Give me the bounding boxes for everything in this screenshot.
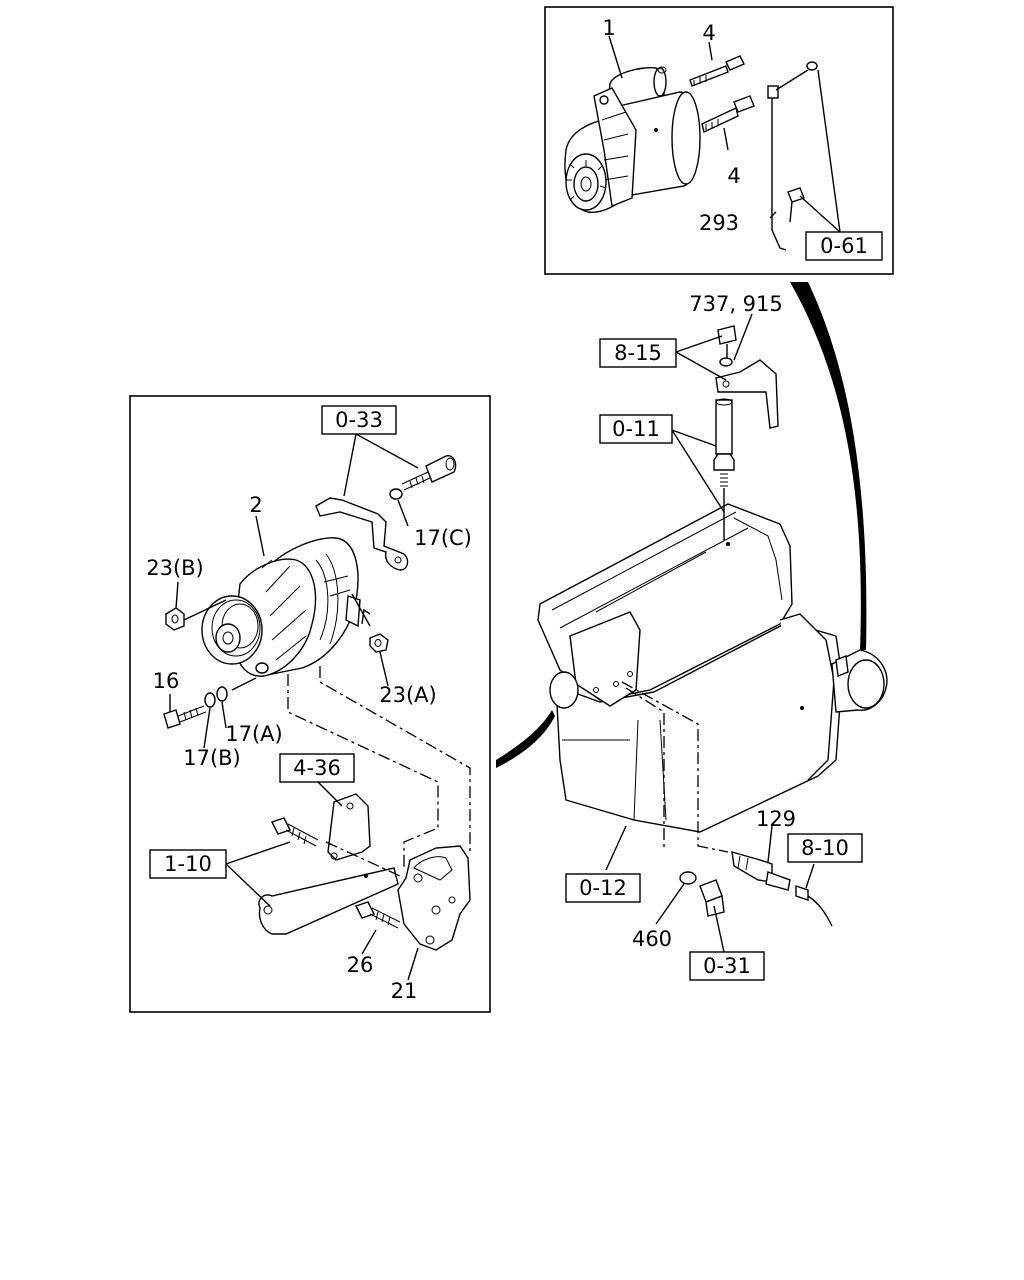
ref-box-0-31[interactable]: 0-31 bbox=[689, 951, 765, 981]
nut-23a bbox=[369, 633, 389, 653]
callout-23a: 23(A) bbox=[379, 683, 436, 707]
drain-plug-0-31 bbox=[699, 879, 725, 917]
callout-1: 1 bbox=[602, 16, 615, 40]
ref-label-0-61: 0-61 bbox=[820, 234, 868, 258]
starter-motor bbox=[564, 66, 701, 213]
callout-737-915: 737, 915 bbox=[689, 292, 783, 316]
callout-4-upper: 4 bbox=[702, 21, 715, 45]
callout-293: 293 bbox=[699, 211, 739, 235]
callout-460: 460 bbox=[632, 927, 672, 951]
callout-23b: 23(B) bbox=[146, 556, 204, 580]
alternator-location-arrow bbox=[496, 710, 555, 768]
bracket-737-915 bbox=[715, 325, 779, 429]
adjust-link-1-10 bbox=[258, 867, 399, 935]
ref-label-4-36: 4-36 bbox=[293, 756, 341, 780]
harness-cable-293 bbox=[767, 61, 818, 251]
lower-bracket-21 bbox=[397, 845, 471, 951]
callout-21: 21 bbox=[391, 979, 418, 1003]
bolt-4-lower bbox=[701, 95, 755, 133]
ref-box-8-10[interactable]: 8-10 bbox=[787, 833, 863, 863]
bolt-16 bbox=[163, 705, 207, 729]
ref-box-0-12[interactable]: 0-12 bbox=[565, 873, 641, 903]
ref-box-1-10[interactable]: 1-10 bbox=[149, 849, 227, 879]
washer-17b bbox=[204, 692, 216, 708]
starter-inset-frame bbox=[544, 6, 894, 275]
callout-17b: 17(B) bbox=[183, 746, 241, 770]
callout-26: 26 bbox=[347, 953, 374, 977]
bolt-26 bbox=[355, 901, 401, 929]
starter-location-arrow bbox=[790, 282, 867, 650]
callout-129: 129 bbox=[756, 807, 796, 831]
washer-17a bbox=[216, 686, 228, 702]
ref-label-8-10: 8-10 bbox=[801, 836, 849, 860]
nut-23b bbox=[165, 607, 185, 631]
ref-label-0-11: 0-11 bbox=[612, 417, 660, 441]
callout-17a: 17(A) bbox=[225, 722, 282, 746]
ref-box-8-15[interactable]: 8-15 bbox=[599, 338, 677, 368]
top-bracket-0-33 bbox=[315, 497, 409, 571]
temperature-sensor-129 bbox=[731, 851, 791, 891]
engine-block bbox=[537, 503, 888, 833]
ref-box-0-11[interactable]: 0-11 bbox=[599, 414, 673, 444]
ref-label-8-15: 8-15 bbox=[614, 341, 662, 365]
alternator-inset-frame bbox=[129, 395, 491, 1013]
ref-box-0-33[interactable]: 0-33 bbox=[321, 405, 397, 435]
callout-2: 2 bbox=[249, 493, 262, 517]
ref-box-0-61[interactable]: 0-61 bbox=[805, 231, 883, 261]
ref-label-0-12: 0-12 bbox=[579, 876, 627, 900]
callout-4-lower: 4 bbox=[727, 164, 740, 188]
alternator-2 bbox=[201, 537, 361, 677]
callout-17c: 17(C) bbox=[414, 526, 472, 550]
upper-stud-bolt bbox=[713, 398, 735, 540]
ref-label-0-33: 0-33 bbox=[335, 408, 383, 432]
ref-label-0-31: 0-31 bbox=[703, 954, 751, 978]
sensor-connector bbox=[795, 863, 833, 927]
washer-17c bbox=[389, 488, 403, 500]
ref-label-1-10: 1-10 bbox=[164, 852, 212, 876]
bolt-4-upper bbox=[689, 55, 745, 87]
callout-16: 16 bbox=[153, 669, 180, 693]
oring-460 bbox=[679, 871, 697, 885]
brace-4-36 bbox=[327, 793, 371, 861]
bolt-0-33 bbox=[401, 455, 457, 491]
bolt-1-10 bbox=[271, 817, 319, 847]
ref-box-4-36[interactable]: 4-36 bbox=[279, 753, 355, 783]
